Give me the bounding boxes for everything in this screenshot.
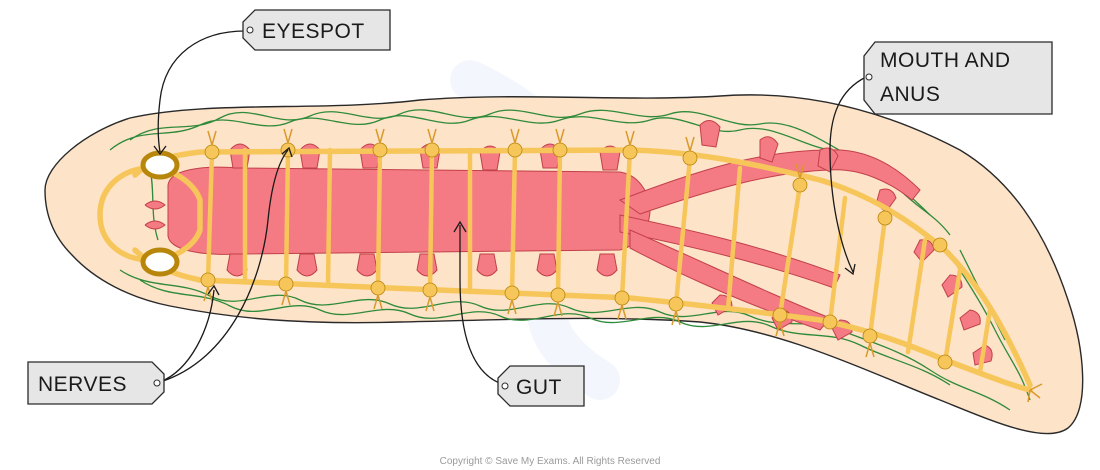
eyespot-leader	[157, 30, 249, 153]
mouth-label-line2: ANUS	[880, 83, 940, 106]
label-mouth-and-anus: MOUTH AND ANUS	[863, 41, 1053, 115]
transverse-nerves	[205, 147, 993, 375]
annotation-leaders	[157, 30, 867, 386]
ventral-nerve-cord-lower	[132, 247, 1033, 393]
nerve-ganglia	[200, 142, 953, 370]
eyespots	[140, 150, 180, 277]
brain-ganglion	[97, 165, 203, 263]
eyespot-lower	[140, 247, 180, 277]
nerves-label: NERVES	[38, 373, 127, 396]
eyespot-tag-hole	[246, 26, 254, 34]
mouth-label-line1: MOUTH AND	[880, 49, 1011, 72]
label-gut: GUT	[497, 365, 585, 407]
mouth-tag	[863, 41, 1053, 115]
copyright-notice: Copyright © Save My Exams. All Rights Re…	[440, 456, 661, 467]
nerves-tag-hole	[153, 379, 161, 387]
mouth-tag-hole	[865, 73, 873, 81]
nerves-leader-1	[159, 289, 215, 383]
eyespot-upper	[140, 150, 180, 180]
nerves-leader-2	[159, 149, 289, 383]
gut-tag-hole	[501, 382, 509, 390]
label-eyespot: EYESPOT	[242, 9, 391, 51]
mouth-leader	[829, 76, 867, 273]
nerve-spikes	[203, 128, 1043, 403]
nerves-tag	[27, 361, 165, 405]
eyespot-label: EYESPOT	[262, 20, 365, 43]
annotation-arrowheads	[153, 145, 856, 296]
eyespot-tag	[242, 9, 391, 51]
gut-leader	[459, 225, 506, 386]
ventral-nerve-cord-upper	[132, 147, 1033, 388]
nervous-system	[97, 128, 1043, 403]
gut-tag	[497, 365, 585, 407]
label-nerves: NERVES	[27, 361, 165, 405]
gut-label: GUT	[516, 376, 562, 399]
